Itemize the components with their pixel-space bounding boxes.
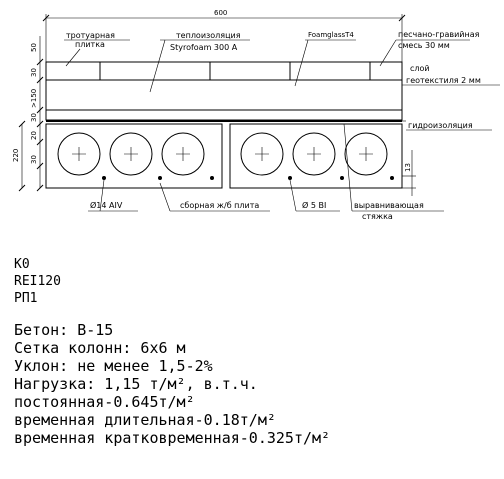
svg-text:стяжка: стяжка: [362, 212, 393, 221]
width-dimension-label: 600: [214, 9, 227, 17]
label-insulation: теплоизоляция Styrofoam 300 A: [149, 31, 250, 93]
svg-text:Styrofoam 300 A: Styrofoam 300 A: [170, 43, 238, 52]
svg-text:выравнивающая: выравнивающая: [354, 201, 424, 210]
dim-20: 20: [30, 131, 38, 140]
void-circle: [57, 132, 101, 176]
svg-text:сборная ж/б плита: сборная ж/б плита: [180, 201, 259, 210]
label-rebar: Ø14 AIV: [88, 179, 138, 212]
void-circle: [344, 132, 388, 176]
insulation-layer: [45, 79, 403, 111]
reinforcement-bars: [102, 176, 394, 180]
pavement-tile-layer: [45, 61, 403, 81]
dim-30-bottom: 30: [30, 155, 38, 164]
prop-load-long-term: временная длительная-0.18т/м²: [14, 411, 276, 429]
prop-load-permanent: постоянная-0.645т/м²: [14, 393, 195, 411]
notes-block: К0 REI120 РП1 Бетон: В-15 Сетка колонн: …: [14, 258, 494, 449]
right-dimension: 13: [402, 150, 416, 196]
void-circle: [292, 132, 336, 176]
prop-load-short-term: временная кратковременная-0.325т/м²: [14, 429, 331, 447]
svg-text:Ø 5 BI: Ø 5 BI: [302, 200, 326, 210]
code-fire-resistance: REI120: [14, 274, 61, 289]
svg-text:FoamglassT4: FoamglassT4: [308, 31, 354, 39]
dim-50: 50: [30, 43, 38, 52]
slab-voids: [57, 132, 388, 176]
code-fire-hazard: К0: [14, 257, 30, 272]
svg-text:теплоизоляция: теплоизоляция: [176, 31, 241, 40]
void-circle: [109, 132, 153, 176]
label-tile: тротуарная плитка: [64, 31, 130, 67]
label-foamglass: FoamglassT4: [294, 31, 356, 87]
sand-gravel-layer: [45, 109, 403, 121]
label-slab: сборная ж/б плита: [159, 182, 270, 212]
label-waterproofing: гидроизоляция: [402, 120, 492, 131]
code-fire-spread: РП1: [14, 291, 38, 306]
svg-text:смесь 30 мм: смесь 30 мм: [398, 41, 450, 50]
svg-text:тротуарная: тротуарная: [66, 31, 115, 40]
svg-text:плитка: плитка: [75, 40, 105, 49]
precast-slab-left: [45, 123, 223, 189]
void-circle: [161, 132, 205, 176]
label-sand-gravel: песчано-гравийная смесь 30 мм: [379, 30, 480, 67]
label-wire: Ø 5 BI: [289, 179, 340, 212]
prop-slope: Уклон: не менее 1,5-2%: [14, 357, 213, 375]
label-geotextile: слой геотекстиля 2 мм: [402, 64, 500, 86]
void-circle: [240, 132, 284, 176]
precast-slab-right: [229, 123, 403, 189]
width-dimension: 600: [42, 9, 406, 62]
dim-13: 13: [404, 163, 412, 172]
svg-text:геотекстиля 2 мм: геотекстиля 2 мм: [406, 76, 481, 85]
svg-text:слой: слой: [410, 64, 430, 73]
dim-150: >150: [30, 89, 38, 108]
prop-column-grid: Сетка колонн: 6х6 м: [14, 339, 186, 357]
dim-30-top: 30: [30, 68, 38, 77]
dim-30-mid: 30: [30, 113, 38, 122]
prop-concrete: Бетон: В-15: [14, 321, 114, 339]
svg-text:песчано-гравийная: песчано-гравийная: [398, 30, 480, 39]
label-screed: выравнивающая стяжка: [343, 123, 444, 221]
svg-text:гидроизоляция: гидроизоляция: [408, 121, 473, 130]
left-dimensions: 50 30 >150 30 20 30 220: [12, 36, 44, 192]
dim-220: 220: [12, 149, 20, 162]
prop-load: Нагрузка: 1,15 т/м², в.т.ч.: [14, 375, 258, 393]
svg-text:Ø14 AIV: Ø14 AIV: [90, 200, 123, 210]
